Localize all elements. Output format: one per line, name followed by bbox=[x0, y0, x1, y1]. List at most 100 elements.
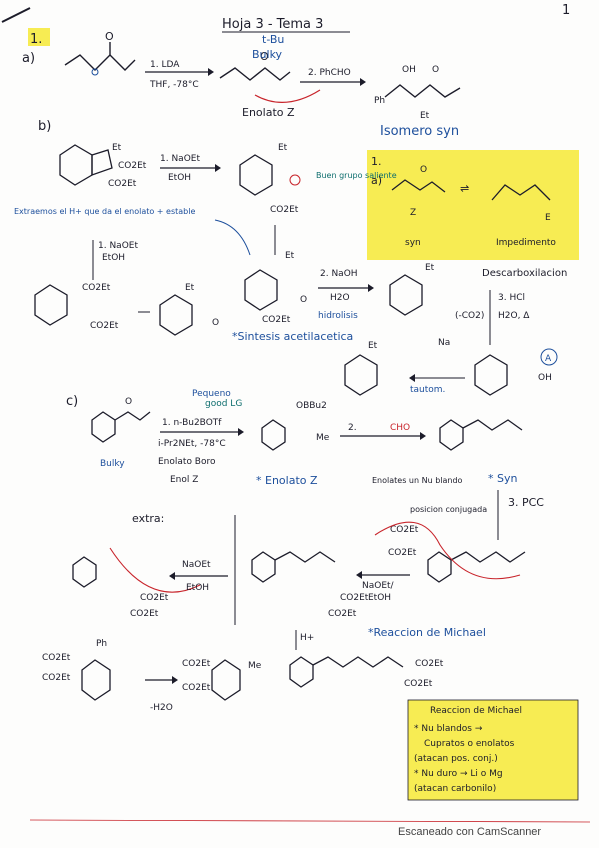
part-a-reagent-1: 1. LDA bbox=[150, 60, 180, 70]
michael-box-title: Reaccion de Michael bbox=[430, 706, 522, 716]
part-b-note-leaving-group: Buen grupo saliente bbox=[316, 171, 397, 180]
svg-text:CO2Et: CO2Et bbox=[140, 593, 169, 603]
part-c-etoh: EtOH bbox=[186, 583, 209, 593]
yellow-box-syn: syn bbox=[405, 238, 421, 248]
yellow-header-highlight bbox=[28, 28, 50, 46]
svg-text:Et: Et bbox=[185, 283, 195, 293]
svg-text:⇌: ⇌ bbox=[460, 182, 469, 195]
part-b-reagent-1: 1. NaOEt bbox=[160, 154, 200, 164]
part-a-product-o: O bbox=[432, 65, 439, 75]
part-c-step-2: 2. bbox=[348, 423, 357, 433]
part-c-reagent-1: 1. n-Bu2BOTf bbox=[162, 418, 222, 428]
part-b-note-enolate: Extraemos el H+ que da el enolato + esta… bbox=[14, 207, 195, 216]
part-c-michael: *Reaccion de Michael bbox=[368, 626, 486, 639]
part-b-alt-reagent: 1. NaOEt bbox=[98, 241, 138, 251]
michael-box-highlight bbox=[408, 700, 578, 800]
svg-text:O: O bbox=[125, 397, 132, 407]
svg-text:CO2Et: CO2Et bbox=[270, 205, 299, 215]
scanner-watermark: Escaneado con CamScanner bbox=[398, 826, 542, 838]
part-b-descarboxilacion: Descarboxilacion bbox=[482, 268, 567, 279]
svg-text:Et: Et bbox=[112, 143, 122, 153]
svg-text:O: O bbox=[420, 165, 427, 175]
part-a-product-label: Isomero syn bbox=[380, 124, 459, 139]
yellow-sub-highlight bbox=[369, 152, 389, 168]
svg-text:Et: Et bbox=[285, 251, 295, 261]
svg-text:CO2Et: CO2Et bbox=[118, 161, 147, 171]
part-c-good-lg: good LG bbox=[205, 399, 242, 409]
part-c-cho: CHO bbox=[390, 423, 410, 433]
michael-box-line1: * Nu blandos → bbox=[414, 724, 483, 734]
part-c-syn: * Syn bbox=[488, 472, 517, 485]
part-c-minus-h2o: -H2O bbox=[150, 703, 173, 713]
yellow-box-impedimento: Impedimento bbox=[496, 238, 556, 248]
part-b-sintesis: *Sintesis acetilacetica bbox=[232, 330, 353, 343]
svg-text:CO2Et: CO2Et bbox=[390, 525, 419, 535]
part-a-tbu-note: t-Bu bbox=[262, 33, 284, 46]
svg-text:CO2Et: CO2Et bbox=[388, 548, 417, 558]
part-b-reagent-2b: H2O bbox=[330, 293, 350, 303]
part-c-me: Me bbox=[316, 433, 330, 443]
svg-text:CO2Et: CO2Et bbox=[415, 659, 444, 669]
part-c-enol-z: Enol Z bbox=[170, 475, 198, 485]
part-b-reagent-3c: H2O, Δ bbox=[498, 311, 530, 321]
svg-text:CO2Et: CO2Et bbox=[262, 315, 291, 325]
part-b-reagent-1b: EtOH bbox=[168, 173, 191, 183]
svg-text:Et: Et bbox=[425, 263, 435, 273]
part-b-circled-a: A bbox=[545, 354, 552, 364]
svg-text:CO2Et: CO2Et bbox=[82, 283, 111, 293]
svg-text:CO2Et: CO2Et bbox=[42, 653, 71, 663]
svg-text:CO2Et: CO2Et bbox=[182, 659, 211, 669]
svg-text:CO2Et: CO2Et bbox=[42, 673, 71, 683]
part-c-h-plus: H+ bbox=[300, 633, 314, 643]
yellow-box-sub: a) bbox=[371, 174, 382, 187]
part-c-pcc: 3. PCC bbox=[508, 496, 544, 509]
svg-text:O: O bbox=[260, 50, 269, 63]
michael-box-line4: * Nu duro → Li o Mg bbox=[414, 769, 503, 779]
part-b-et: Et bbox=[368, 341, 378, 351]
svg-text:O: O bbox=[212, 318, 219, 328]
michael-box-line3: (atacan pos. conj.) bbox=[414, 754, 498, 764]
part-c-enolato-boro: Enolato Boro bbox=[158, 457, 216, 467]
part-c-label: c) bbox=[66, 394, 78, 409]
part-c-obbu2: OBBu2 bbox=[296, 401, 327, 411]
svg-text:CO2Et: CO2Et bbox=[90, 321, 119, 331]
svg-text:O: O bbox=[105, 30, 114, 43]
part-a-product-ph: Ph bbox=[374, 96, 385, 106]
michael-box-line2: Cupratos o enolatos bbox=[424, 739, 515, 749]
section-number: 1. bbox=[30, 32, 42, 47]
part-c-enolates-nu: Enolates un Nu blando bbox=[372, 476, 463, 485]
part-b-hidrolisis: hidrolisis bbox=[318, 311, 358, 321]
svg-text:CO2Et: CO2Et bbox=[130, 609, 159, 619]
part-c-reagent-1b: i-Pr2NEt, -78°C bbox=[158, 439, 226, 449]
svg-text:O: O bbox=[300, 295, 307, 305]
yellow-box-e: E bbox=[545, 213, 551, 223]
part-c-naoet2: NaOEt/ bbox=[362, 581, 395, 591]
yellow-box-highlight bbox=[367, 150, 579, 260]
part-a-enolate-label: Enolato Z bbox=[242, 106, 295, 119]
part-c-pequeno: Pequeno bbox=[192, 389, 231, 399]
part-c-ph: Ph bbox=[96, 639, 107, 649]
part-b-alt-reagent-b: EtOH bbox=[102, 253, 125, 263]
part-b-reagent-2: 2. NaOH bbox=[320, 269, 358, 279]
part-c-bulky: Bulky bbox=[100, 459, 125, 469]
part-c-posicion: posicion conjugada bbox=[410, 505, 487, 514]
part-b-reagent-3: 3. HCl bbox=[498, 293, 525, 303]
part-c-naoet: NaOEt bbox=[182, 560, 211, 570]
svg-text:CO2Et: CO2Et bbox=[404, 679, 433, 689]
svg-text:CO2Et: CO2Et bbox=[182, 683, 211, 693]
part-a-product-oh: OH bbox=[402, 65, 416, 75]
svg-text:Et: Et bbox=[278, 143, 288, 153]
svg-text:CO2Et: CO2Et bbox=[108, 179, 137, 189]
part-b-na: Na bbox=[438, 338, 450, 348]
part-c-extra: extra: bbox=[132, 512, 164, 525]
svg-text:CO2Et: CO2Et bbox=[340, 593, 369, 603]
part-b-label: b) bbox=[38, 119, 51, 134]
svg-text:CO2Et: CO2Et bbox=[328, 609, 357, 619]
part-b-reagent-3b: (-CO2) bbox=[455, 311, 484, 321]
part-c-etoh2: EtOH bbox=[368, 593, 391, 603]
part-b-tautom: tautom. bbox=[410, 385, 445, 395]
part-b-oh: OH bbox=[538, 373, 552, 383]
part-a-bulky-note: Bulky bbox=[252, 48, 283, 61]
